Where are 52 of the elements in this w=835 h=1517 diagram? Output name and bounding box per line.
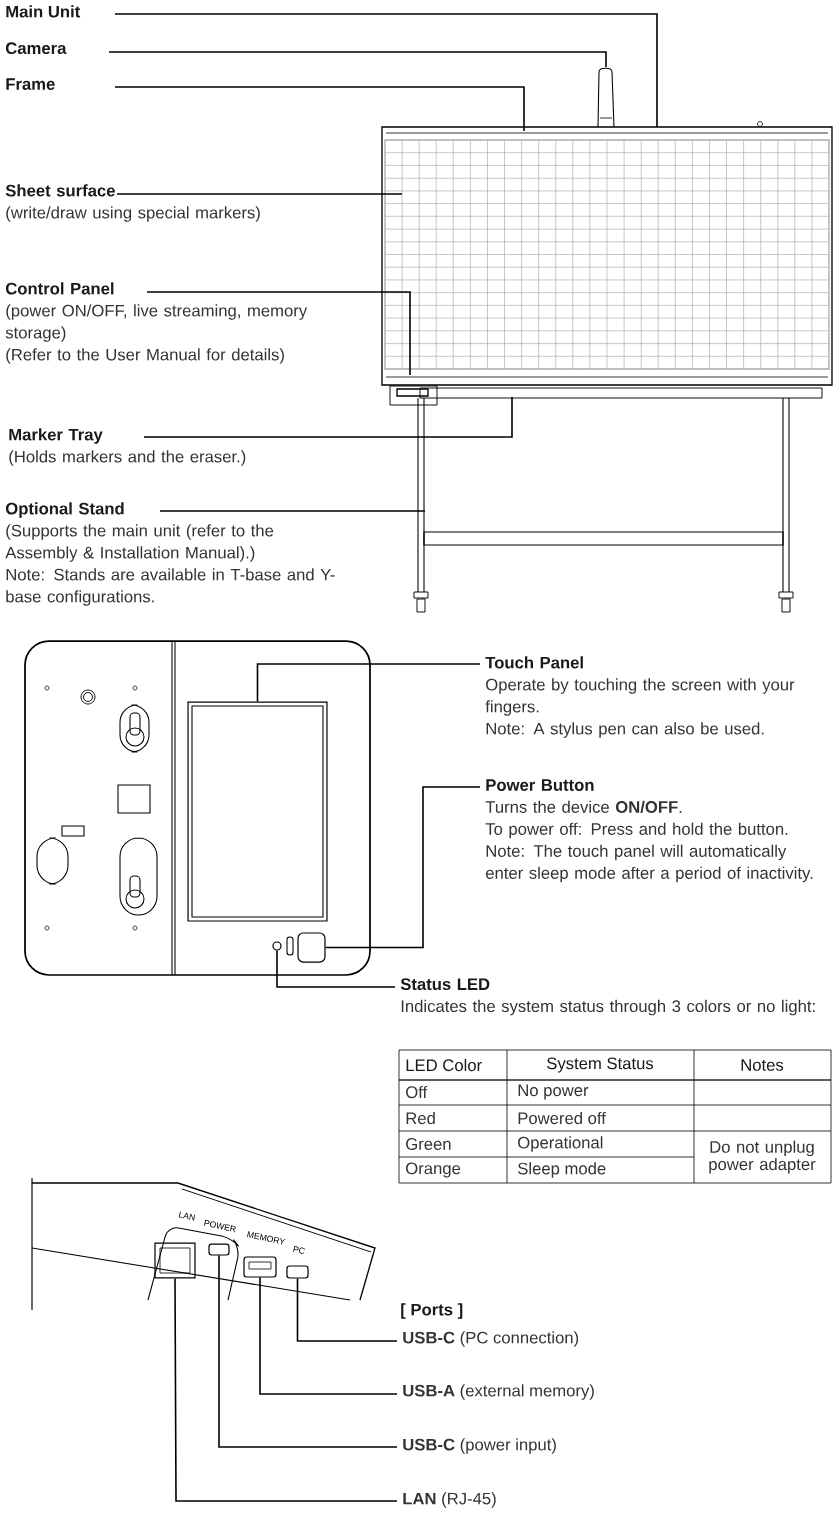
table-cell: No power <box>518 1084 589 1100</box>
port-label: PC <box>293 1246 305 1254</box>
port <box>208 1243 230 1256</box>
callout-text: USB-A (external memory) <box>403 1384 594 1400</box>
leader-line <box>108 51 607 68</box>
callout-text: Status LED Indicates the system status through 3 colors or no light: <box>400 978 815 1016</box>
port <box>243 1256 277 1278</box>
leader-line <box>218 1254 398 1448</box>
port-label: LAN <box>178 1211 196 1221</box>
port-label: MEMORY <box>247 1231 286 1245</box>
section-heading: [ Ports ] <box>401 1303 463 1319</box>
table-cell: Powered off <box>518 1111 606 1125</box>
power-icon <box>272 941 282 951</box>
table-cell: System Status <box>547 1057 654 1073</box>
leader-line <box>114 13 658 128</box>
leader-line <box>114 86 525 132</box>
leader-line <box>159 510 426 512</box>
leader-line <box>256 663 481 703</box>
table-cell: Sleep mode <box>518 1162 606 1178</box>
callout-text: Touch Panel Operate by touching the screen with your fingers. Note: A stylus pen can also be used. <box>485 656 795 738</box>
table-cell: Do not unplug power adapter <box>709 1140 816 1174</box>
table-cell: Green <box>406 1138 451 1150</box>
leader-line <box>276 949 396 988</box>
callout-text: Power Button Turns the device ON/OFF. To power off: Press and hold the button. Note: The touch panel will automatically enter sleep mode after a period of inactivity. <box>485 779 813 883</box>
table-cell: Red <box>406 1111 435 1125</box>
power-button <box>297 932 326 963</box>
table-cell: LED Color <box>406 1058 482 1072</box>
callout-text: Marker Tray (Holds markers and the eraser.) <box>9 428 246 466</box>
leader-line <box>324 786 481 949</box>
callout-text: Control Panel (power ON/OFF, live streaming, memory storage) (Refer to the User Manual for details) <box>5 282 308 364</box>
leader-line <box>296 1277 398 1342</box>
port-label: POWER <box>204 1219 236 1233</box>
leader-line <box>146 291 411 376</box>
table-cell: Orange <box>406 1162 461 1178</box>
leader-line <box>116 193 403 195</box>
callout-text: USB-C (power input) <box>403 1438 556 1454</box>
port <box>154 1242 196 1279</box>
callout-text: USB-C (PC connection) <box>403 1331 579 1347</box>
touch-screen <box>187 701 328 922</box>
leader-line <box>143 396 513 438</box>
table-cell: Off <box>406 1085 428 1099</box>
leader-line <box>259 1276 398 1395</box>
port <box>286 1265 309 1279</box>
table-cell: Notes <box>741 1059 784 1071</box>
callout-text: Main Unit <box>6 5 81 18</box>
callout-text: Camera <box>5 42 67 55</box>
callout-text: LAN (RJ-45) <box>403 1492 496 1508</box>
callout-text: Sheet surface (write/draw using special markers) <box>5 184 260 222</box>
callout-text: Frame <box>6 78 55 90</box>
leader-line <box>174 1277 398 1502</box>
table-cell: Operational <box>518 1136 603 1152</box>
callout-text: Optional Stand (Supports the main unit (refer to the Assembly & Installation Manual).) Note: Stands are available in T-base and Y-base configurations. <box>5 502 335 606</box>
